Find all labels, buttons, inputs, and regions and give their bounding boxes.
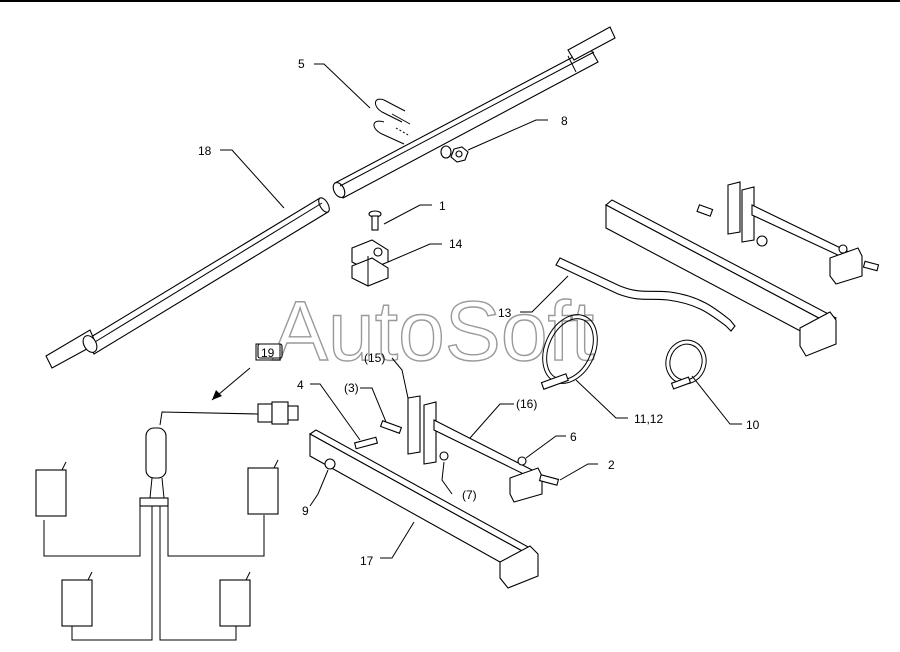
callout-6: 6 (570, 430, 577, 444)
callout-10: 10 (746, 418, 760, 432)
clamp-block (351, 239, 389, 287)
callout-9: 9 (302, 504, 309, 518)
callout-7: (7) (462, 488, 477, 502)
callout-17: 17 (360, 554, 374, 568)
leader-lines (220, 63, 742, 559)
callout-16: (16) (516, 397, 537, 411)
callout-2: 2 (608, 458, 615, 472)
callout-5: 5 (298, 57, 305, 71)
nut-washer (440, 145, 469, 163)
callout-19-box (255, 343, 281, 361)
callout-18: 18 (198, 144, 212, 158)
callout-1: 1 (439, 199, 446, 213)
callout-11-12: 11,12 (634, 412, 663, 426)
callout-19: 19 (261, 346, 275, 360)
bolt-small (368, 210, 382, 231)
bracket-right-upper (605, 181, 880, 357)
flat-bar (308, 429, 539, 589)
bracket-lower-upright (353, 395, 560, 503)
tube-upper (332, 26, 616, 199)
wiring-harness (35, 343, 299, 641)
u-bolt (373, 98, 411, 145)
callout-8: 8 (561, 114, 568, 128)
tube-long (45, 197, 330, 369)
hose-clamp-small (665, 339, 707, 390)
watermark: AutoSoft (272, 284, 594, 378)
bent-rod (555, 257, 736, 332)
callout-13: 13 (498, 306, 512, 320)
callout-14: 14 (449, 237, 463, 251)
callout-4: 4 (297, 378, 304, 392)
hose-clamp-large (540, 314, 598, 390)
callout-15: (15) (364, 351, 385, 365)
callout-3: (3) (344, 381, 359, 395)
